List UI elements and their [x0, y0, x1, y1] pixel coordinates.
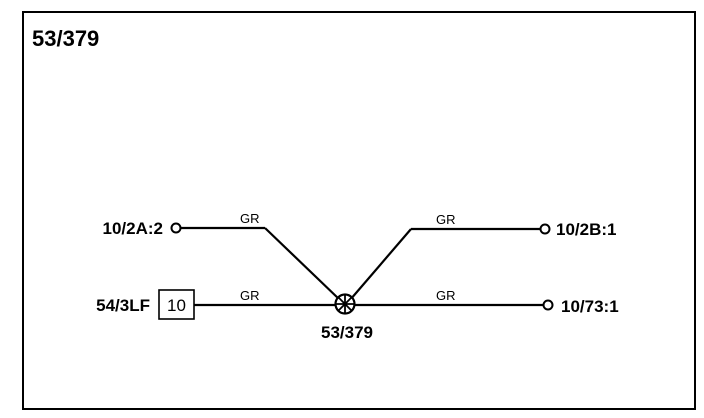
- pin-circle-upper-left: [170, 222, 182, 234]
- splice-label: 53/379: [321, 323, 373, 342]
- connector-label-lower-left: 54/3LF: [96, 296, 150, 315]
- connector-label-upper-left: 10/2A:2: [103, 219, 163, 238]
- wire-upper-left-diagonal: [264, 227, 341, 301]
- wire-color-upper-right: GR: [436, 212, 456, 227]
- diagram-frame: [22, 11, 696, 410]
- pin-box: [158, 289, 195, 320]
- diagram-title: 53/379: [32, 26, 99, 51]
- wire-upper-right-diagonal: [349, 228, 412, 301]
- pin-box-value: 10: [167, 296, 186, 315]
- wire-color-lower-left: GR: [240, 288, 260, 303]
- pin-circle-upper-right: [539, 223, 551, 235]
- splice-icon: [334, 293, 356, 315]
- connector-label-lower-right: 10/73:1: [561, 297, 619, 316]
- wire-color-lower-right: GR: [436, 288, 456, 303]
- connector-label-upper-right: 10/2B:1: [556, 220, 616, 239]
- wire-color-upper-left: GR: [240, 211, 260, 226]
- pin-circle-lower-right: [542, 299, 554, 311]
